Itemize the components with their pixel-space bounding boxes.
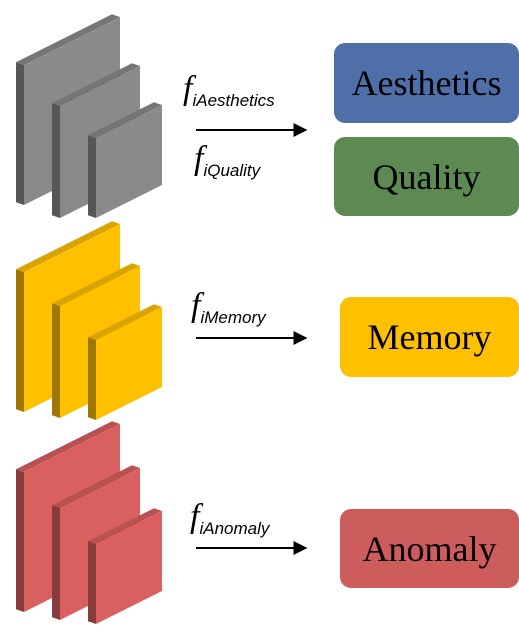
- label-f-anomaly-sub: iAnomaly: [199, 519, 270, 538]
- red-layers-plate-3-side: [88, 541, 96, 624]
- label-f-anomaly: fiAnomaly: [190, 498, 269, 538]
- red-layers-plate-2-top: [52, 465, 140, 508]
- gray-layers: [16, 14, 162, 218]
- yellow-layers-plate-3-side: [88, 337, 96, 420]
- label-f-memory: fiMemory: [191, 287, 266, 327]
- quality-box-label: Quality: [372, 156, 481, 197]
- memory-box-label: Memory: [367, 317, 492, 357]
- gray-layers-plate-3-front: [96, 105, 162, 218]
- gray-layers-plate-3-top: [88, 102, 162, 138]
- quality-box: Quality: [334, 137, 519, 216]
- gray-layers-plate-1-side: [16, 62, 24, 206]
- red-layers: [16, 421, 162, 624]
- aesthetics-box: Aesthetics: [334, 43, 519, 123]
- red-layers-plate-3: [88, 508, 162, 624]
- gray-layers-plate-1-top: [16, 14, 120, 65]
- label-f-aesthetics-sub: iAesthetics: [192, 91, 275, 110]
- label-f-memory-f: f: [191, 287, 201, 324]
- label-f-anomaly-f: f: [190, 498, 200, 535]
- yellow-layers-plate-1-top: [16, 221, 120, 272]
- red-layers-plate-2-side: [52, 505, 60, 620]
- label-f-quality-sub: iQuality: [203, 161, 261, 180]
- anomaly-box-label: Anomaly: [362, 528, 497, 569]
- label-f-quality-f: f: [194, 140, 204, 177]
- yellow-layers: [16, 221, 162, 420]
- label-f-memory-sub: iMemory: [200, 308, 266, 327]
- gray-layers-plate-3-side: [88, 135, 96, 218]
- label-f-aesthetics-f: f: [183, 70, 193, 107]
- red-layers-plate-3-top: [88, 508, 162, 544]
- yellow-layers-plate-3-front: [96, 307, 162, 420]
- gray-layers-plate-2-top: [52, 63, 140, 106]
- red-layers-plate-3-front: [96, 511, 162, 624]
- red-layers-plate-1-top: [16, 421, 120, 472]
- label-f-quality: fiQuality: [194, 140, 260, 180]
- aesthetics-box-label: Aesthetics: [351, 63, 502, 103]
- anomaly-box: Anomaly: [340, 509, 519, 588]
- memory-box: Memory: [340, 297, 519, 377]
- yellow-layers-plate-3-top: [88, 304, 162, 340]
- red-layers-plate-1-side: [16, 469, 24, 612]
- gray-layers-plate-3: [88, 102, 162, 218]
- yellow-layers-plate-3: [88, 304, 162, 420]
- yellow-layers-plate-2-side: [52, 303, 60, 418]
- yellow-layers-plate-1-side: [16, 269, 24, 412]
- label-f-aesthetics: fiAesthetics: [183, 70, 275, 110]
- gray-layers-plate-2-side: [52, 103, 60, 218]
- yellow-layers-plate-2-top: [52, 263, 140, 306]
